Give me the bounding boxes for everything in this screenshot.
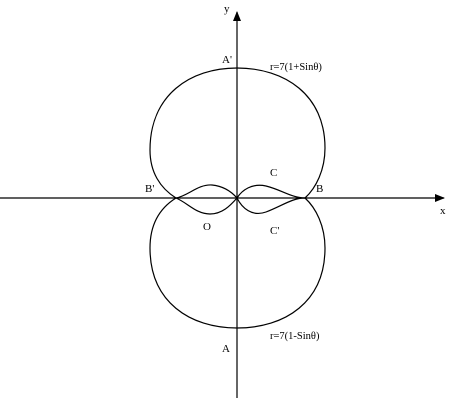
point-label-c-prime: C'	[270, 225, 279, 237]
point-label-b: B	[316, 183, 323, 195]
point-label-a-prime: A'	[222, 54, 232, 66]
y-axis-label: y	[224, 3, 230, 15]
point-label-o: O	[203, 221, 211, 233]
upper-equation-label: r=7(1+Sinθ)	[270, 62, 322, 73]
lower-equation-label: r=7(1-Sinθ)	[270, 331, 320, 342]
point-label-a: A	[222, 343, 230, 355]
point-label-b-prime: B'	[145, 183, 154, 195]
upper-cardioid-curve	[149, 67, 326, 200]
lower-cardioid-curve	[149, 196, 326, 329]
x-axis-label: x	[440, 205, 446, 217]
point-label-c: C	[270, 167, 277, 179]
